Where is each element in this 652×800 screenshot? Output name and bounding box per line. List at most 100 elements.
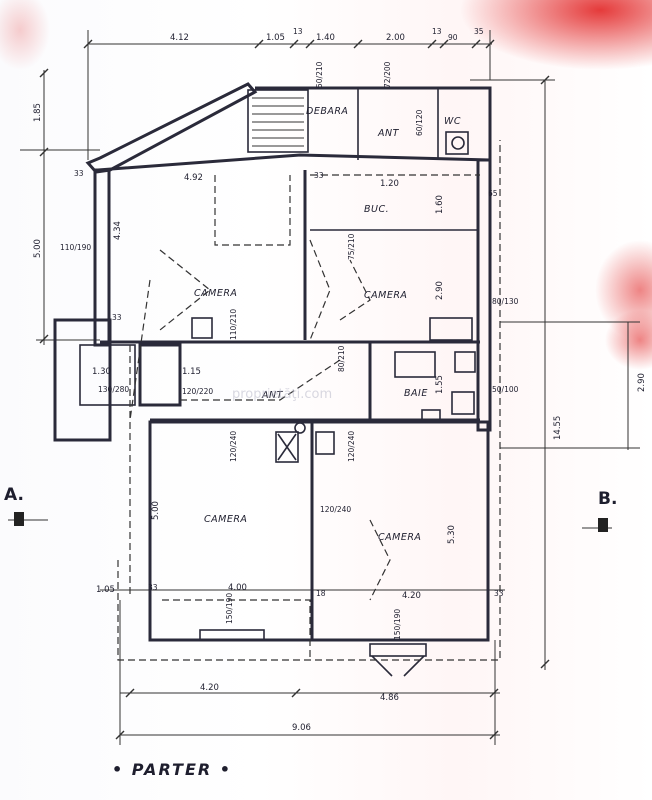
section-mark-b: B. [598, 489, 617, 509]
room-label-camera-nw: CAMERA [194, 288, 237, 299]
dim-top-35: 35 [474, 27, 484, 36]
room-label-camera-se: CAMERA [378, 532, 421, 543]
room-label-camera-ne: CAMERA [364, 290, 407, 301]
chimney-2 [275, 431, 299, 463]
dim-top-1-40: 1.40 [316, 33, 335, 43]
dim-inner-75-210: 75/210 [347, 233, 356, 260]
watermark: proprietăţi.com [232, 387, 332, 402]
window-south-west [199, 629, 265, 641]
dim-inner-33-c: 33 [148, 583, 158, 592]
annex-pillar [138, 343, 182, 407]
baie-wc [451, 391, 475, 415]
dim-inner-5-30: 5.30 [447, 525, 457, 544]
room-label-wc: WC [444, 116, 461, 127]
dim-inner-120-220: 120/220 [182, 387, 213, 396]
dim-inner-33-b: 33 [112, 313, 122, 322]
dim-ticks-left [39, 68, 49, 344]
chimney-3 [315, 431, 335, 455]
annex-inner [79, 344, 136, 406]
dim-inner-18: 18 [316, 589, 326, 598]
column-ant [294, 422, 306, 434]
dim-inner-120-240-b: 120/240 [347, 431, 356, 462]
annex-west-block [53, 318, 112, 442]
chimney-1 [191, 317, 213, 339]
dim-top-4-12: 4.12 [170, 33, 189, 43]
dim-inner-65: 65 [488, 189, 498, 198]
dim-inner-150-190-a: 150/190 [225, 593, 234, 624]
dim-bottom-4-20: 4.20 [200, 683, 219, 693]
dim-inner-110-190: 110/190 [60, 243, 91, 252]
section-mark-a: A. [4, 485, 24, 505]
outline-dashed-south [117, 140, 501, 661]
dim-left-1-05: 1.05 [96, 585, 115, 595]
dim-top-90: 90 [448, 33, 458, 42]
dim-inner-60-120: 60/120 [415, 109, 424, 136]
dim-inner-33-e: 33 [314, 171, 324, 180]
wall-hall-north [97, 153, 491, 172]
dim-inner-4-34: 4.34 [113, 221, 123, 240]
stairs [247, 89, 309, 153]
dim-inner-120-240-c: 120/240 [320, 505, 351, 514]
dim-bottom-4-86: 4.86 [380, 693, 399, 703]
room-label-ant-center: ANT. [261, 390, 285, 401]
dim-inner-1-60: 1.60 [435, 195, 445, 214]
outline-dashed-diag-1 [129, 279, 151, 421]
dim-inner-5-00: 5.00 [151, 501, 161, 520]
stain-left-top [0, 0, 50, 70]
window-south-east [369, 643, 427, 657]
outline-dashed-center [309, 239, 331, 341]
dim-inner-50-210: 50/210 [315, 61, 324, 88]
kitchen-stove [429, 317, 473, 341]
wc-bowl [451, 136, 465, 150]
dim-inner-1-20: 1.20 [380, 179, 399, 189]
section-marker-a [14, 512, 24, 526]
dim-inner-1-55: 1.55 [435, 375, 445, 394]
dim-inner-120-240-a: 120/240 [229, 431, 238, 462]
dim-inner-4-00: 4.00 [228, 583, 247, 593]
dim-inner-4-20: 4.20 [402, 591, 421, 601]
dim-inner-50-100: 50/100 [492, 385, 519, 394]
dim-top-2-00: 2.00 [386, 33, 405, 43]
dim-inner-80-130: 80/130 [492, 297, 519, 306]
dim-inner-1-15: 1.15 [182, 367, 201, 377]
baie-sink [454, 351, 476, 373]
dim-top-13-b: 13 [432, 27, 442, 36]
outline-dashed-diag-3 [369, 519, 391, 601]
dim-inner-33-a: 33 [74, 169, 84, 178]
dim-top-13-a: 13 [293, 27, 303, 36]
room-label-debara: DEBARA [306, 106, 348, 117]
dim-inner-1-30: 1.30 [92, 367, 111, 377]
room-label-baie: BAIE [404, 388, 428, 399]
dim-inner-33-d: 33 [494, 589, 504, 598]
dim-left-5-00: 5.00 [33, 239, 43, 258]
dim-ticks-bottom [115, 688, 499, 740]
wc-fixture [445, 131, 469, 155]
wall-south-outer [148, 420, 490, 642]
dim-inner-72-200: 72/200 [383, 61, 392, 88]
dim-inner-4-92: 4.92 [184, 173, 203, 183]
outline-dashed-diag-2 [339, 259, 371, 321]
wall-north-top [255, 86, 492, 160]
dim-inner-130-280: 130/280 [98, 385, 129, 394]
baie-tub [394, 351, 436, 378]
outline-dashed-inner-3 [214, 175, 291, 246]
outline-dashed-ant [180, 359, 341, 401]
dim-right-14-55: 14.55 [553, 416, 563, 440]
dim-inner-110-210: 110/210 [229, 309, 238, 340]
room-label-camera-sw: CAMERA [204, 514, 247, 525]
dim-right-2-90: 2.90 [637, 373, 647, 392]
dim-inner-80-210: 80/210 [337, 345, 346, 372]
dim-inner-150-190-b: 150/190 [393, 609, 402, 640]
dim-bottom-9-06: 9.06 [292, 723, 311, 733]
stair-treads [252, 97, 304, 147]
wall-east-upper [476, 158, 492, 432]
door-south-east-1 [371, 655, 393, 677]
outline-dashed-inner-2 [162, 599, 311, 660]
dim-top-1-05: 1.05 [266, 33, 285, 43]
section-marker-b [598, 518, 608, 532]
room-label-ant-upper: ANT [377, 128, 400, 139]
chimney-2-x2 [277, 433, 297, 461]
stain-right-2 [605, 310, 652, 370]
